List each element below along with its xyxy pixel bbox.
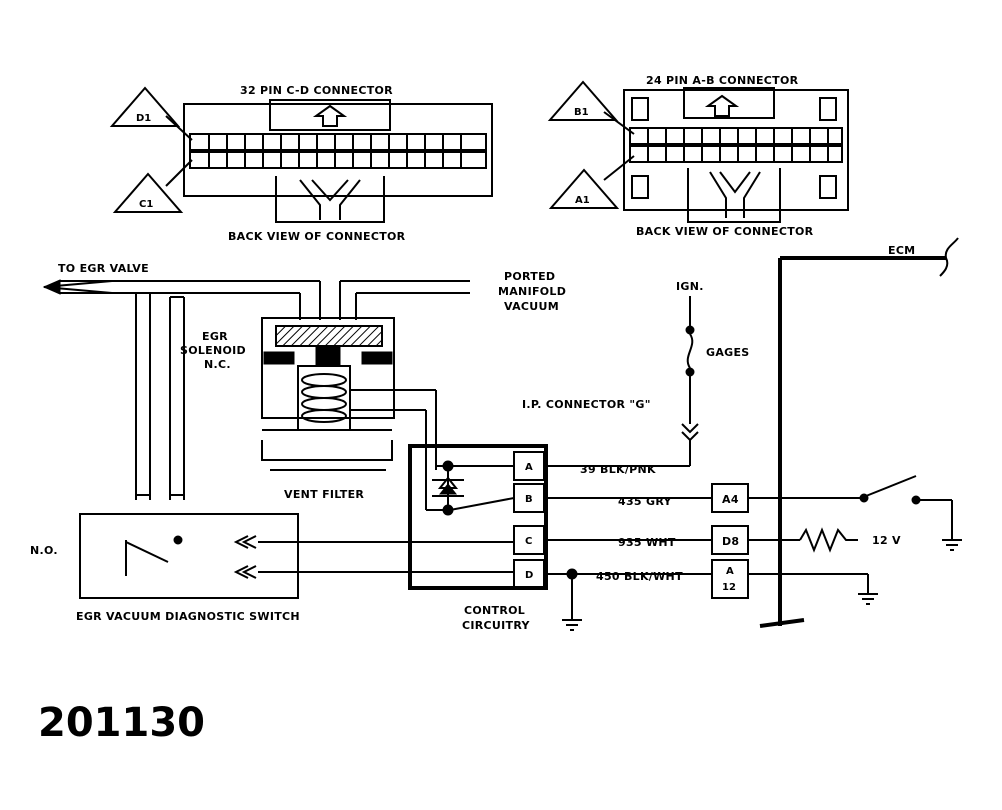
connector-ab-arrow-icon: [704, 94, 740, 117]
connector-ab-clip: [687, 168, 781, 223]
solenoid-plunger: [315, 345, 341, 367]
wire-435-label: 435 GRY: [618, 495, 672, 508]
to-egr-valve-label: TO EGR VALVE: [58, 262, 149, 275]
pin-a1-marker: A1: [548, 155, 635, 209]
pin-d1-marker: D1: [109, 86, 193, 141]
connector-cd-pin-rows: [189, 133, 487, 169]
twelve-volt-label: 12 V: [872, 534, 901, 547]
egr-solenoid-label-1: EGR: [202, 330, 228, 343]
vent-filter-label: VENT FILTER: [284, 488, 364, 501]
svg-text:D1: D1: [136, 113, 151, 124]
terminal-c: C: [525, 536, 532, 547]
svg-text:B1: B1: [574, 107, 589, 118]
terminal-d: D: [525, 570, 533, 581]
vacuum-hoses: [42, 279, 470, 500]
wiring: [544, 296, 712, 631]
control-circuitry: A B C D: [408, 444, 548, 590]
wire-450-label: 450 BLK/WHT: [596, 570, 683, 583]
svg-text:D8: D8: [722, 535, 739, 548]
ground-icon: [562, 619, 582, 631]
ign-label: IGN.: [676, 280, 704, 293]
terminal-a: A: [525, 462, 533, 473]
solenoid-diaphragm: [275, 325, 383, 347]
connector-cd-body: [183, 103, 493, 197]
terminal-b: B: [525, 494, 533, 505]
normally-open-label: N.O.: [30, 544, 58, 557]
egr-vacuum-diagnostic-switch: [79, 513, 430, 599]
connector-cd-arrow-icon: [312, 104, 348, 127]
ported-vacuum-label-1: PORTED: [504, 270, 555, 283]
control-label-1: CONTROL: [464, 604, 525, 617]
pin-b1-marker: B1: [547, 80, 635, 135]
vent-filter: [261, 440, 393, 461]
ecm-switch: [865, 475, 917, 497]
connector-ab-clip-detail: [709, 171, 761, 218]
gages-fuse-icon: [686, 333, 694, 369]
ecm-label: ECM: [888, 244, 915, 257]
connector-ab-caption: BACK VIEW OF CONNECTOR: [636, 225, 814, 238]
ecm: A4 D8 A 12: [711, 237, 962, 628]
connector-32-pin-cd: 32 PIN C-D CONNECTOR D1: [109, 84, 493, 243]
wire-39-label: 39 BLK/PNK: [580, 463, 656, 476]
resistor-icon: [799, 527, 858, 553]
svg-text:A4: A4: [722, 493, 739, 506]
figure-number: 201130: [38, 700, 205, 746]
ip-connector-label: I.P. CONNECTOR "G": [522, 398, 651, 411]
ground-icon: [858, 593, 878, 605]
connector-cd-clip-detail: [299, 179, 361, 220]
ported-vacuum-label-3: VACUUM: [504, 300, 559, 313]
connector-ab-latch: [683, 87, 775, 119]
svg-text:12: 12: [722, 582, 736, 593]
pin-c1-marker: C1: [112, 159, 193, 213]
connector-ab-body: [623, 89, 849, 211]
egr-solenoid-label-3: N.C.: [204, 358, 231, 371]
connector-ab-title: 24 PIN A-B CONNECTOR: [646, 74, 799, 87]
egr-solenoid: [261, 317, 437, 510]
connector-cd-caption: BACK VIEW OF CONNECTOR: [228, 230, 406, 243]
ecm-pin-a12: [711, 559, 749, 599]
connector-cd-clip: [275, 176, 385, 223]
diag-switch-label: EGR VACUUM DIAGNOSTIC SWITCH: [76, 610, 300, 623]
ported-vacuum-label-2: MANIFOLD: [498, 285, 566, 298]
ip-connector-icon: [681, 423, 699, 442]
svg-text:C1: C1: [139, 199, 153, 210]
egr-solenoid-label-2: SOLENOID: [180, 344, 246, 357]
gages-label: GAGES: [706, 346, 750, 359]
ground-icon: [942, 539, 962, 551]
connector-ab-pin-rows: [629, 127, 843, 163]
connector-24-pin-ab: 24 PIN A-B CONNECTOR B1 A1: [547, 74, 849, 238]
svg-text:A1: A1: [575, 195, 590, 206]
wire-935-label: 935 WHT: [618, 536, 676, 549]
control-label-2: CIRCUITRY: [462, 619, 531, 632]
connector-cd-latch: [269, 99, 391, 131]
svg-text:A: A: [726, 566, 734, 577]
connector-cd-title: 32 PIN C-D CONNECTOR: [240, 84, 393, 97]
